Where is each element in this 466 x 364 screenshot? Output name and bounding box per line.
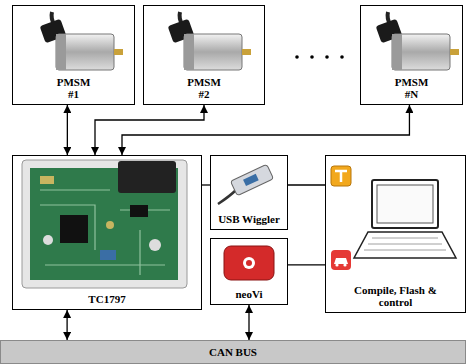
board-connector — [118, 161, 176, 193]
motor-box: PMSM #2 — [143, 5, 265, 105]
controller-box: TC1797 — [12, 155, 202, 310]
dot — [340, 55, 344, 59]
signal-line — [202, 184, 210, 185]
node-label: USB Wiggler — [218, 213, 280, 226]
chip-icon-mark — [335, 171, 347, 182]
ecu-board-picture — [22, 160, 187, 288]
usb-dongle-picture — [218, 164, 274, 204]
signal-arrow — [67, 105, 68, 155]
component — [40, 176, 54, 184]
signal-arrow — [66, 310, 67, 340]
dot — [310, 55, 314, 59]
node-label: CAN BUS — [209, 346, 257, 359]
chip-icon — [331, 166, 351, 186]
device-logo — [246, 260, 252, 266]
pcb-traces — [40, 190, 170, 275]
component — [100, 250, 116, 260]
neovi-device-picture — [224, 246, 274, 280]
car-icon — [331, 250, 351, 270]
bus-band: CAN BUS — [0, 340, 466, 364]
motor-box: PMSM #N — [360, 5, 463, 105]
interface-box: neoVi — [210, 238, 288, 305]
device-body — [224, 246, 274, 280]
node-label: TC1797 — [88, 293, 125, 306]
usb-dongle — [230, 164, 273, 195]
device-logo — [243, 257, 255, 269]
car-shape — [334, 258, 348, 264]
component — [106, 221, 114, 229]
laptop-screen — [372, 180, 438, 228]
car-wheel — [335, 263, 338, 266]
dot — [325, 55, 329, 59]
signal-arrow — [122, 105, 409, 155]
node-label: neoVi — [235, 288, 262, 301]
laptop-picture — [354, 180, 456, 258]
capacitor — [149, 239, 161, 251]
motor-picture — [40, 12, 123, 70]
node-label: PMSM #2 — [184, 76, 224, 101]
signal-line — [288, 264, 325, 265]
laptop-keyboard — [364, 238, 446, 250]
microcontroller-chip — [60, 215, 88, 243]
debugger-box: USB Wiggler — [210, 155, 288, 230]
laptop-base — [354, 232, 456, 258]
signal-line — [288, 184, 325, 185]
motor-picture — [376, 12, 459, 70]
dongle-label — [243, 174, 259, 186]
dot — [295, 55, 299, 59]
usb-cable — [218, 190, 236, 204]
motor-picture — [168, 12, 251, 70]
car-wheel — [343, 263, 346, 266]
signal-arrow — [248, 305, 249, 340]
node-label: PMSM #N — [392, 76, 432, 101]
toolchain-icon — [331, 166, 351, 186]
node-label: PMSM #1 — [54, 76, 94, 101]
node-label: Compile, Flash & control — [346, 284, 446, 309]
motor-box: PMSM #1 — [12, 5, 135, 105]
laptop-display — [377, 185, 433, 223]
board-case — [22, 160, 187, 288]
capacitor — [43, 235, 53, 245]
host-pc-box: Compile, Flash & control — [325, 155, 466, 313]
vehicle-tool-icon — [331, 250, 351, 270]
ellipsis-dots — [295, 55, 344, 59]
signal-arrow — [95, 105, 204, 155]
component — [130, 205, 148, 217]
